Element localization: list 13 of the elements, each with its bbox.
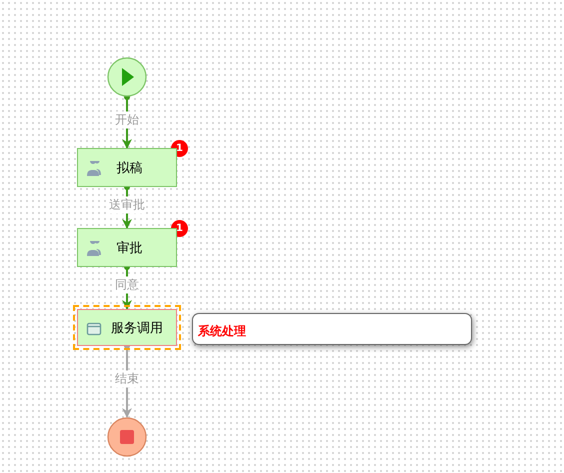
task-label: 服务调用 [111, 320, 163, 336]
task-box [77, 148, 177, 187]
task-box [77, 228, 177, 267]
edge-label: 同意 [114, 276, 140, 294]
task-label: 拟稿 [116, 160, 142, 176]
edge-label: 结束 [114, 370, 140, 387]
tooltip-text: 系统处理 [198, 323, 246, 340]
end-event-circle [107, 417, 147, 457]
tooltip-box [192, 313, 472, 345]
edge-label: 送审批 [108, 196, 146, 213]
task-label: 审批 [116, 240, 142, 256]
edge-label: 开始 [114, 111, 140, 128]
start-event-circle [107, 57, 147, 97]
